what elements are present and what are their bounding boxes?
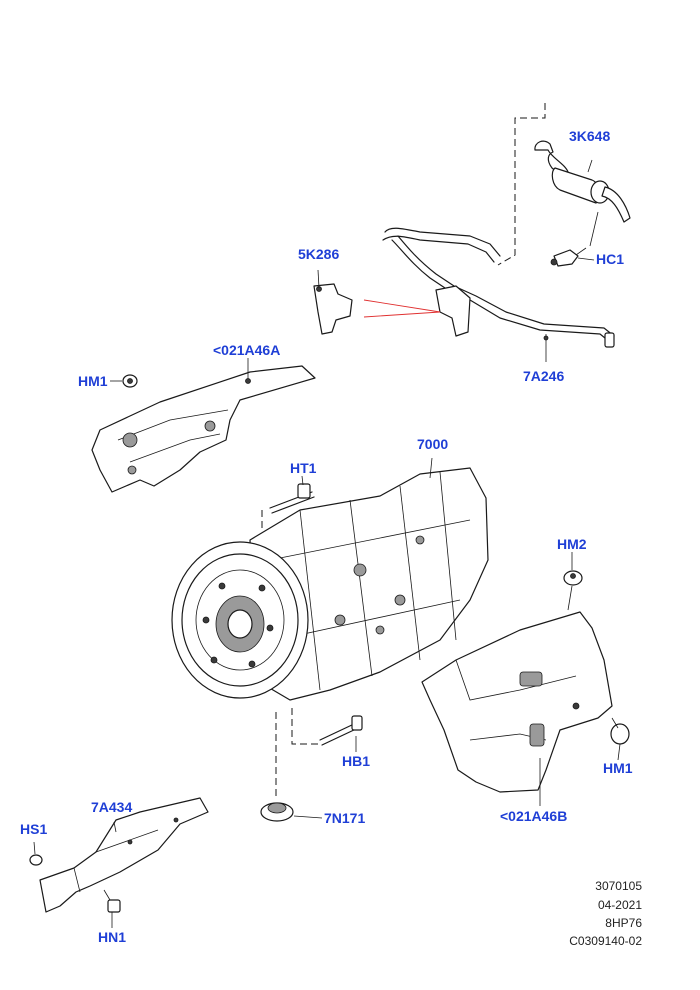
label-7000[interactable]: 7000 — [417, 436, 448, 452]
label-hb1[interactable]: HB1 — [342, 753, 370, 769]
tube-bracket-group — [313, 227, 615, 362]
label-hm1-top[interactable]: HM1 — [78, 373, 108, 389]
label-7n171[interactable]: 7N171 — [324, 810, 365, 826]
transmission-assembly — [171, 457, 489, 701]
label-021a46a[interactable]: <021A46A — [213, 342, 280, 358]
heat-shield-b — [421, 552, 630, 806]
label-ht1[interactable]: HT1 — [290, 460, 317, 476]
label-hc1[interactable]: HC1 — [596, 251, 624, 267]
label-3k648[interactable]: 3K648 — [569, 128, 610, 144]
reference-date: 04-2021 — [597, 898, 642, 912]
label-021a46b[interactable]: <021A46B — [500, 808, 567, 824]
label-7a246[interactable]: 7A246 — [523, 368, 564, 384]
label-hn1[interactable]: HN1 — [98, 929, 126, 945]
label-hm1-right[interactable]: HM1 — [603, 760, 633, 776]
reference-code: 3070105 — [595, 879, 642, 893]
label-hs1[interactable]: HS1 — [20, 821, 47, 837]
heat-shield-c — [29, 797, 209, 928]
reference-model: 8HP76 — [605, 916, 642, 930]
label-5k286[interactable]: 5K286 — [298, 246, 339, 262]
heat-shield-a — [91, 358, 316, 493]
label-7a434[interactable]: 7A434 — [91, 799, 132, 815]
cooler-pipe-group — [497, 103, 631, 267]
bolt-plug-group — [260, 708, 363, 822]
label-hm2[interactable]: HM2 — [557, 536, 587, 552]
reference-drawing: C0309140-02 — [569, 934, 642, 948]
